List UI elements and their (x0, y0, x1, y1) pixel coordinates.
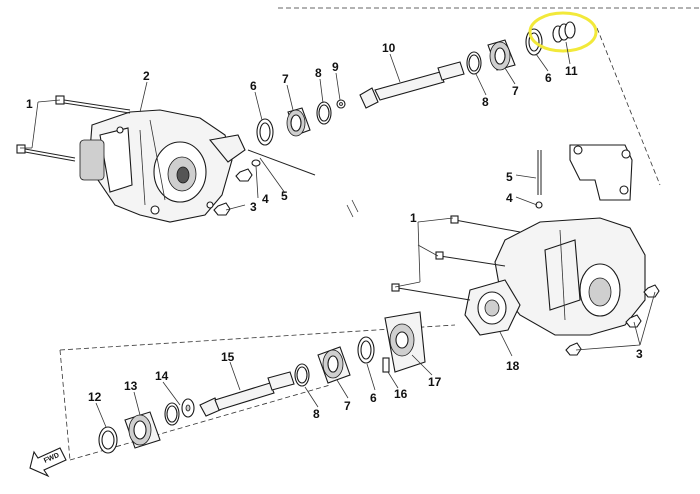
rear-output-flange (464, 279, 521, 336)
nut-upper-b (213, 202, 231, 216)
callout-3a: 3 (250, 200, 257, 214)
leader-lines (20, 41, 656, 428)
callout-1a: 1 (26, 97, 33, 111)
bearing-7-upper (286, 107, 311, 137)
callout-6a: 6 (250, 79, 257, 93)
stud-rear (535, 150, 543, 209)
callout-7b: 7 (512, 84, 519, 98)
washer-9 (336, 99, 346, 109)
callout-labels: 1 2 3 4 5 6 7 8 9 10 8 7 6 11 5 4 1 3 18… (26, 41, 643, 421)
snap-ring-14b (164, 402, 180, 426)
callout-3b: 3 (636, 347, 643, 361)
spring-11 (552, 21, 576, 43)
highlight-circle (528, 11, 598, 53)
callout-1b: 1 (410, 211, 417, 225)
callout-17: 17 (428, 375, 442, 389)
drive-shaft-10 (359, 61, 465, 109)
callout-7c: 7 (344, 399, 351, 413)
callout-14: 14 (155, 369, 169, 383)
bearing-13 (124, 411, 161, 449)
seal-6-upper (256, 118, 274, 146)
bolt-16 (382, 357, 390, 373)
callout-5a: 5 (281, 189, 288, 203)
callout-10: 10 (382, 41, 396, 55)
callout-4a: 4 (262, 192, 269, 206)
callout-8c: 8 (313, 407, 320, 421)
callout-8b: 8 (482, 95, 489, 109)
callout-15: 15 (221, 350, 235, 364)
snap-ring-8-upper (316, 101, 332, 125)
drive-shaft-15 (199, 371, 295, 417)
stud-upper (247, 149, 316, 176)
mounting-bracket (569, 144, 633, 201)
nut-upper-a (235, 168, 253, 182)
callout-4b: 4 (506, 191, 513, 205)
forward-direction-marker: FWD (29, 447, 67, 478)
housing-bolt-upper (55, 95, 131, 114)
snap-ring-8-lower (294, 363, 310, 387)
callout-16: 16 (394, 387, 408, 401)
rear-nuts (565, 284, 660, 356)
callout-6c: 6 (370, 391, 377, 405)
housing-bolt-lower (16, 144, 76, 162)
washer-14 (181, 398, 195, 418)
bearing-7-right (487, 39, 516, 71)
rear-differential-housing (494, 217, 646, 336)
callout-18: 18 (506, 359, 520, 373)
bearing-7-lower (317, 346, 351, 384)
snap-ring-8-right (466, 51, 482, 75)
callout-11: 11 (565, 64, 578, 78)
seal-12 (98, 426, 118, 454)
callout-7a: 7 (282, 72, 289, 86)
callout-6b: 6 (545, 71, 552, 85)
callout-2: 2 (143, 69, 150, 83)
flange-17 (384, 311, 426, 373)
callout-5b: 5 (506, 170, 513, 184)
callout-9: 9 (332, 60, 339, 74)
washer-upper (251, 159, 261, 167)
seal-6-lower (357, 336, 375, 364)
callout-13: 13 (124, 379, 138, 393)
callout-8a: 8 (315, 66, 322, 80)
rear-bolts (391, 215, 521, 301)
front-differential-housing (79, 109, 246, 223)
callout-12: 12 (88, 390, 102, 404)
